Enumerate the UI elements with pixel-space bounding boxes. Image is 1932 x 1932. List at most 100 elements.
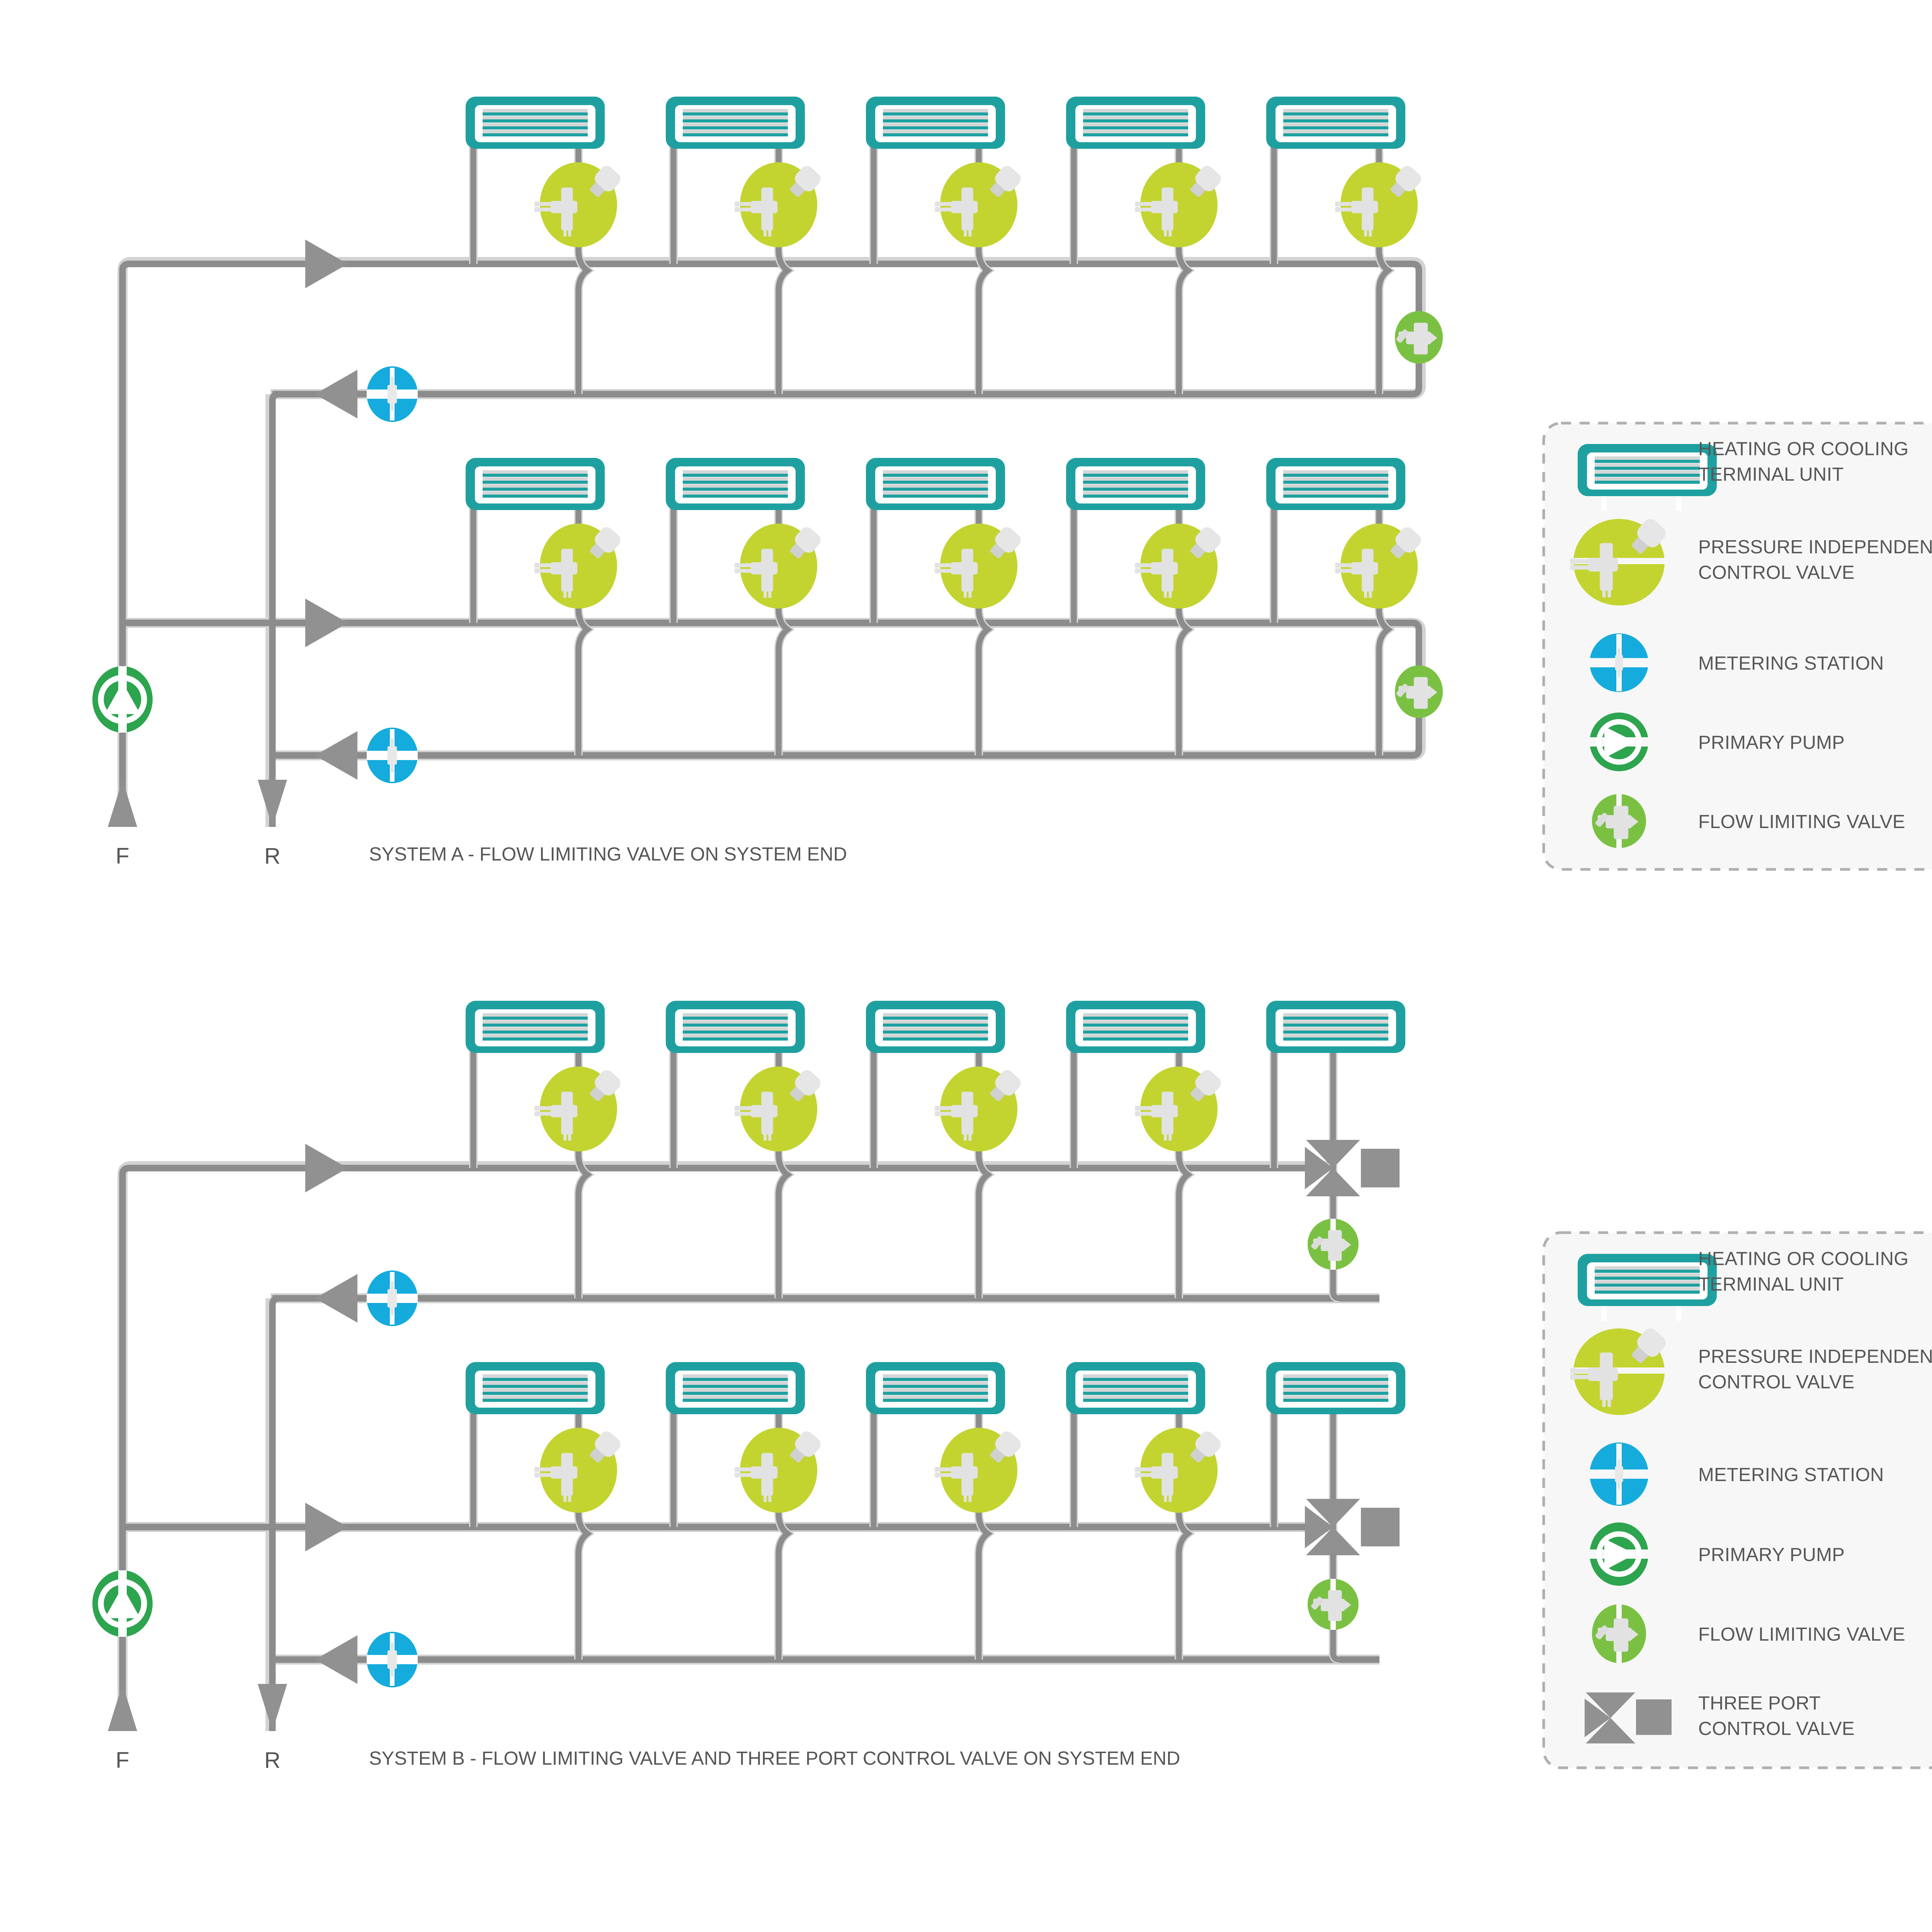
picv-icon — [1570, 1325, 1669, 1415]
terminal-unit[interactable] — [666, 458, 805, 510]
picv-icon[interactable] — [1135, 1428, 1224, 1513]
metering-station-icon[interactable] — [367, 1270, 418, 1326]
legend-label-line2: CONTROL VALVE — [1698, 1372, 1855, 1393]
three-port-control-valve-icon[interactable] — [1305, 1499, 1400, 1555]
terminal-unit[interactable] — [666, 97, 805, 149]
terminal-unit[interactable] — [466, 1001, 605, 1053]
terminal-unit[interactable] — [866, 458, 1005, 510]
metering-station-icon — [1588, 633, 1650, 692]
legend-label-line2: CONTROL VALVE — [1698, 1718, 1855, 1739]
system-b-pipework — [117, 1161, 1379, 1731]
metering-station-icon[interactable] — [367, 366, 418, 422]
terminal-unit[interactable] — [666, 1362, 805, 1414]
flow-arrow — [305, 240, 348, 647]
terminal-unit[interactable] — [1066, 97, 1205, 149]
picv-icon[interactable] — [1135, 524, 1224, 609]
legend-item-terminal-unit[interactable]: HEATING OR COOLING TERMINAL UNIT — [1578, 439, 1908, 511]
primary-pump-icon — [1588, 713, 1650, 771]
metering-station-icon[interactable] — [367, 1632, 418, 1687]
picv-icon[interactable] — [935, 1428, 1024, 1513]
picv-icon[interactable] — [1335, 524, 1424, 609]
return-label: R — [264, 844, 281, 869]
legend-item-terminal-unit[interactable]: HEATING OR COOLING TERMINAL UNIT — [1578, 1248, 1908, 1321]
metering-station-icon[interactable] — [367, 728, 418, 783]
system-b-row2-picvs — [534, 1428, 1224, 1513]
legend-item-metering-station[interactable]: METERING STATION — [1588, 633, 1884, 692]
return-arrow — [315, 1274, 357, 1684]
legend-item-flow-limiting-valve[interactable]: FLOW LIMITING VALVE — [1592, 794, 1905, 849]
terminal-unit[interactable] — [1066, 458, 1205, 510]
terminal-unit[interactable] — [466, 1362, 605, 1414]
terminal-unit[interactable] — [1266, 458, 1405, 510]
flow-limiting-valve-icon — [1592, 1604, 1646, 1663]
legend-item-picv[interactable]: PRESSURE INDEPENDENT CONTROL VALVE — [1570, 1325, 1932, 1415]
system-b-row2-units — [466, 1362, 1405, 1664]
system-a-row1-units — [466, 97, 1405, 394]
flow-limiting-valve-icon — [1592, 794, 1646, 849]
terminal-unit[interactable] — [1066, 1362, 1205, 1414]
primary-pump-icon[interactable] — [92, 1570, 153, 1637]
picv-icon[interactable] — [534, 162, 623, 247]
system-b-row1-units — [466, 1001, 1405, 1303]
terminal-unit[interactable] — [1266, 1362, 1405, 1414]
legend-b: HEATING OR COOLING TERMINAL UNIT PRESSUR… — [1542, 1231, 1932, 1769]
legend-label-line1: PRESSURE INDEPENDENT — [1698, 1346, 1932, 1367]
picv-icon[interactable] — [1135, 162, 1224, 247]
riser-arrow-return — [258, 1684, 287, 1731]
picv-icon[interactable] — [534, 1428, 623, 1513]
legend-a: HEATING OR COOLING TERMINAL UNIT PRESSUR… — [1542, 422, 1932, 871]
system-b-row1-picvs — [534, 1066, 1224, 1151]
picv-icon[interactable] — [935, 1066, 1024, 1151]
picv-icon[interactable] — [935, 162, 1024, 247]
flow-limiting-valve-icon[interactable] — [1395, 311, 1443, 364]
system-a: F R SYSTEM A - FLOW LIMITING VALVE ON SY… — [92, 97, 1443, 869]
legend-label-line1: HEATING OR COOLING — [1698, 1248, 1908, 1269]
terminal-unit[interactable] — [866, 1362, 1005, 1414]
picv-icon[interactable] — [735, 1066, 823, 1151]
terminal-unit[interactable] — [666, 1001, 805, 1053]
legend-label: METERING STATION — [1698, 653, 1884, 674]
flow-limiting-valve-icon[interactable] — [1308, 1579, 1359, 1630]
legend-label-line2: TERMINAL UNIT — [1698, 464, 1844, 485]
picv-icon[interactable] — [1335, 162, 1424, 247]
metering-station-icon — [1588, 1442, 1650, 1506]
system-a-row1-picvs — [534, 162, 1424, 247]
terminal-unit[interactable] — [866, 97, 1005, 149]
system-a-row2-units — [466, 458, 1405, 755]
legend-label-line1: THREE PORT — [1698, 1693, 1821, 1714]
picv-icon[interactable] — [534, 524, 623, 609]
return-label: R — [264, 1748, 281, 1773]
picv-icon[interactable] — [735, 162, 823, 247]
legend-label: PRIMARY PUMP — [1698, 732, 1845, 753]
legend-item-primary-pump[interactable]: PRIMARY PUMP — [1588, 713, 1845, 771]
terminal-unit[interactable] — [1266, 97, 1405, 149]
flow-limiting-valve-icon[interactable] — [1308, 1219, 1359, 1270]
flow-limiting-valve-icon[interactable] — [1395, 665, 1443, 718]
terminal-unit[interactable] — [466, 97, 605, 149]
terminal-unit[interactable] — [466, 458, 605, 510]
system-a-caption: SYSTEM A - FLOW LIMITING VALVE ON SYSTEM… — [369, 844, 847, 865]
terminal-unit[interactable] — [1266, 1001, 1405, 1053]
picv-icon[interactable] — [735, 1428, 823, 1513]
legend-item-three-port-control-valve[interactable]: THREE PORT CONTROL VALVE — [1585, 1692, 1855, 1743]
terminal-unit[interactable] — [1066, 1001, 1205, 1053]
picv-icon[interactable] — [735, 524, 823, 609]
picv-icon[interactable] — [1135, 1066, 1224, 1151]
picv-icon[interactable] — [534, 1066, 623, 1151]
legend-item-primary-pump[interactable]: PRIMARY PUMP — [1588, 1522, 1845, 1586]
legend-label-line1: HEATING OR COOLING — [1698, 439, 1908, 459]
terminal-unit[interactable] — [866, 1001, 1005, 1053]
system-a-row2-picvs — [534, 524, 1424, 609]
picv-icon — [1570, 516, 1669, 605]
primary-pump-icon — [1588, 1522, 1650, 1586]
legend-item-picv[interactable]: PRESSURE INDEPENDENT CONTROL VALVE — [1570, 516, 1932, 605]
three-port-control-valve-icon[interactable] — [1305, 1140, 1400, 1196]
legend-item-flow-limiting-valve[interactable]: FLOW LIMITING VALVE — [1592, 1604, 1905, 1663]
return-arrow — [315, 370, 357, 780]
legend-item-metering-station[interactable]: METERING STATION — [1588, 1442, 1884, 1506]
legend-label-line2: TERMINAL UNIT — [1698, 1274, 1844, 1295]
primary-pump-icon[interactable] — [92, 666, 153, 733]
legend-label: PRIMARY PUMP — [1698, 1544, 1845, 1565]
picv-icon[interactable] — [935, 524, 1024, 609]
